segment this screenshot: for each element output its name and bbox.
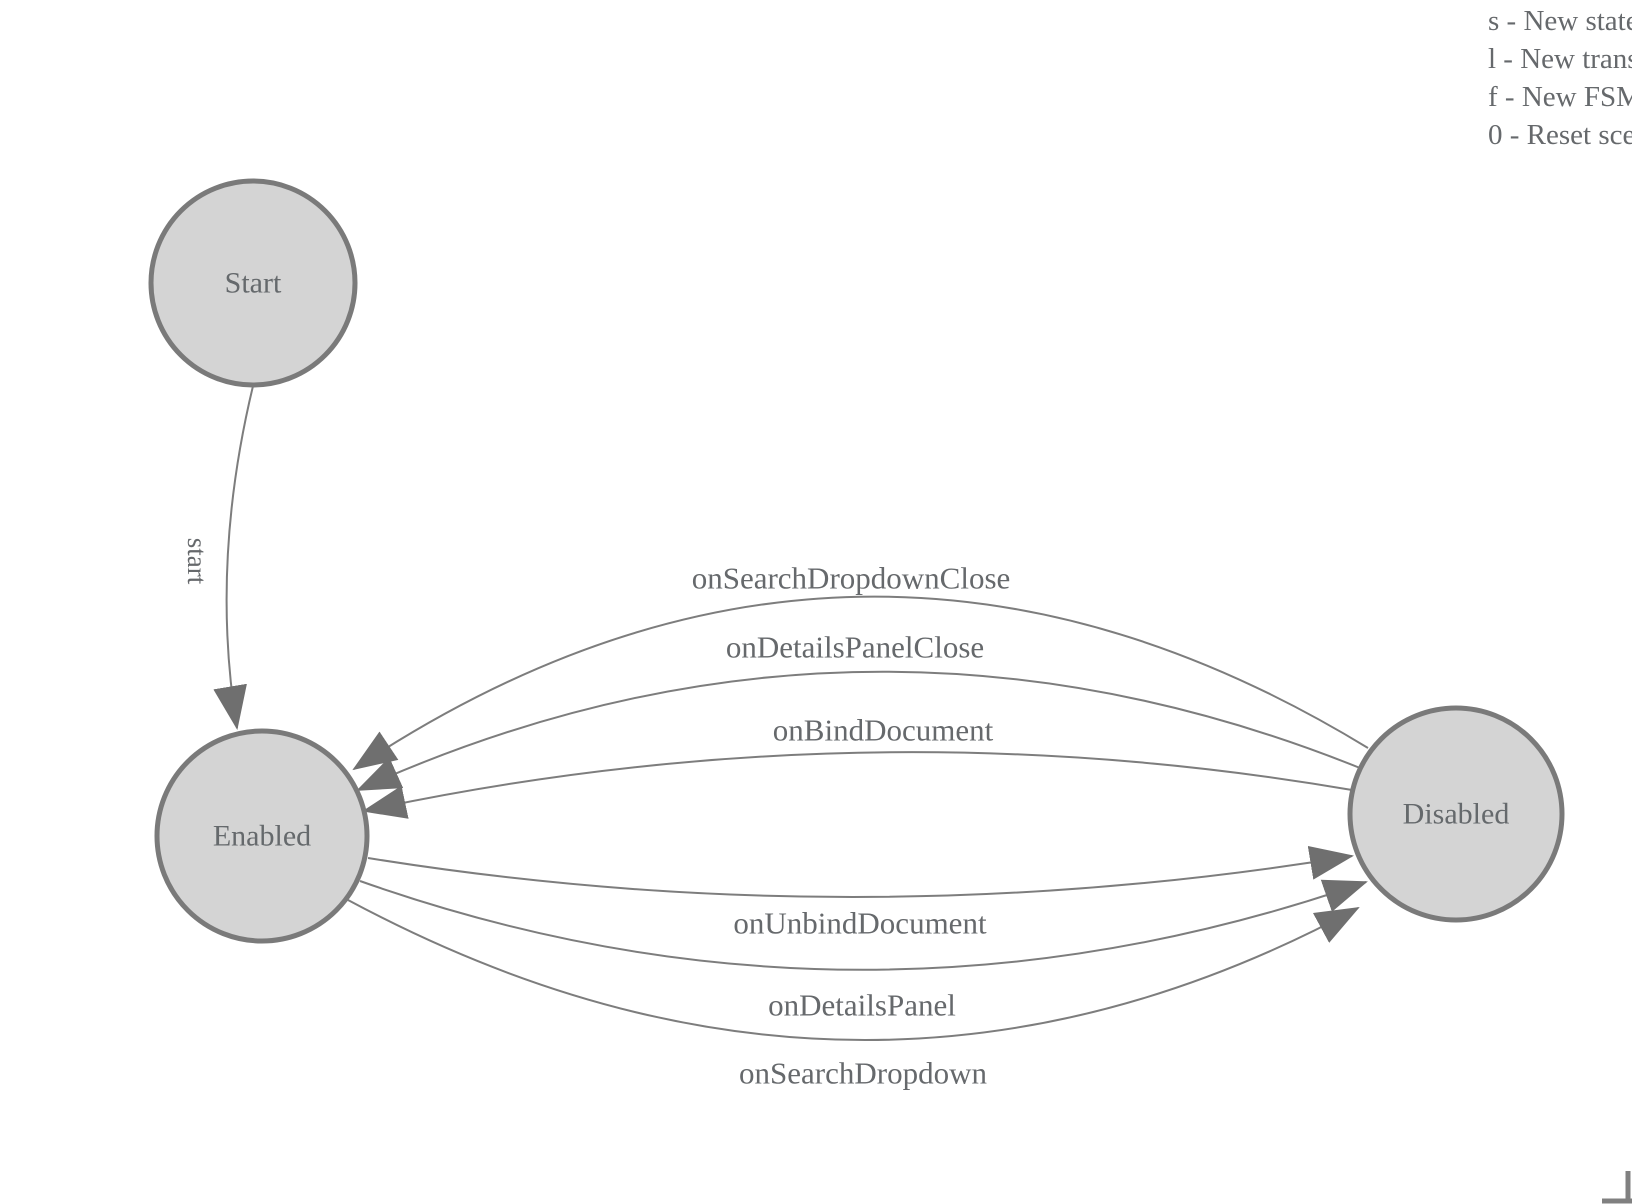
transition-label-onSearchDropdownClose[interactable]: onSearchDropdownClose [692,561,1011,596]
transition-edge-onSearchDropdownClose[interactable] [352,595,1369,771]
transition-label-onBindDocument[interactable]: onBindDocument [773,713,994,748]
transition-edge-onUnbindDocument[interactable] [367,846,1354,898]
transition-edge-onDetailsPanel[interactable] [359,879,1368,971]
state-disabled-label: Disabled [1403,798,1510,831]
state-disabled[interactable]: Disabled [1347,705,1565,923]
transition-label-onUnbindDocument[interactable]: onUnbindDocument [733,906,987,941]
state-start[interactable]: Start [148,178,358,388]
transition-edge-onBindDocument[interactable] [362,751,1353,819]
shortcut-legend: s - New state l - New transition f - New… [1488,2,1632,154]
transition-edge-onSearchDropdown[interactable] [347,899,1360,1041]
state-start-circle[interactable] [148,178,358,388]
transition-label-start[interactable]: start [182,538,212,585]
state-enabled-circle[interactable] [154,728,370,944]
state-disabled-circle[interactable] [1347,705,1565,923]
legend-line-new-fsm: f - New FSM [1488,81,1632,113]
legend-line-new-state: s - New state [1488,5,1632,37]
legend-line-new-transition: l - New transition [1488,43,1632,75]
transition-edges [213,385,1369,1041]
state-start-label: Start [225,267,282,300]
transition-labels: start onSearchDropdownClose onDetailsPan… [182,538,1010,1091]
legend-line-reset-scene: 0 - Reset scene [1488,119,1632,151]
transition-label-onDetailsPanel[interactable]: onDetailsPanel [768,988,956,1023]
transition-label-onDetailsPanelClose[interactable]: onDetailsPanelClose [726,630,984,665]
state-enabled-label: Enabled [213,820,311,853]
transition-label-onSearchDropdown[interactable]: onSearchDropdown [739,1056,987,1091]
transition-edge-start[interactable] [213,385,254,730]
paper-corner-mark [1602,1171,1632,1204]
state-enabled[interactable]: Enabled [154,728,370,944]
transition-edge-onDetailsPanelClose[interactable] [356,670,1361,791]
